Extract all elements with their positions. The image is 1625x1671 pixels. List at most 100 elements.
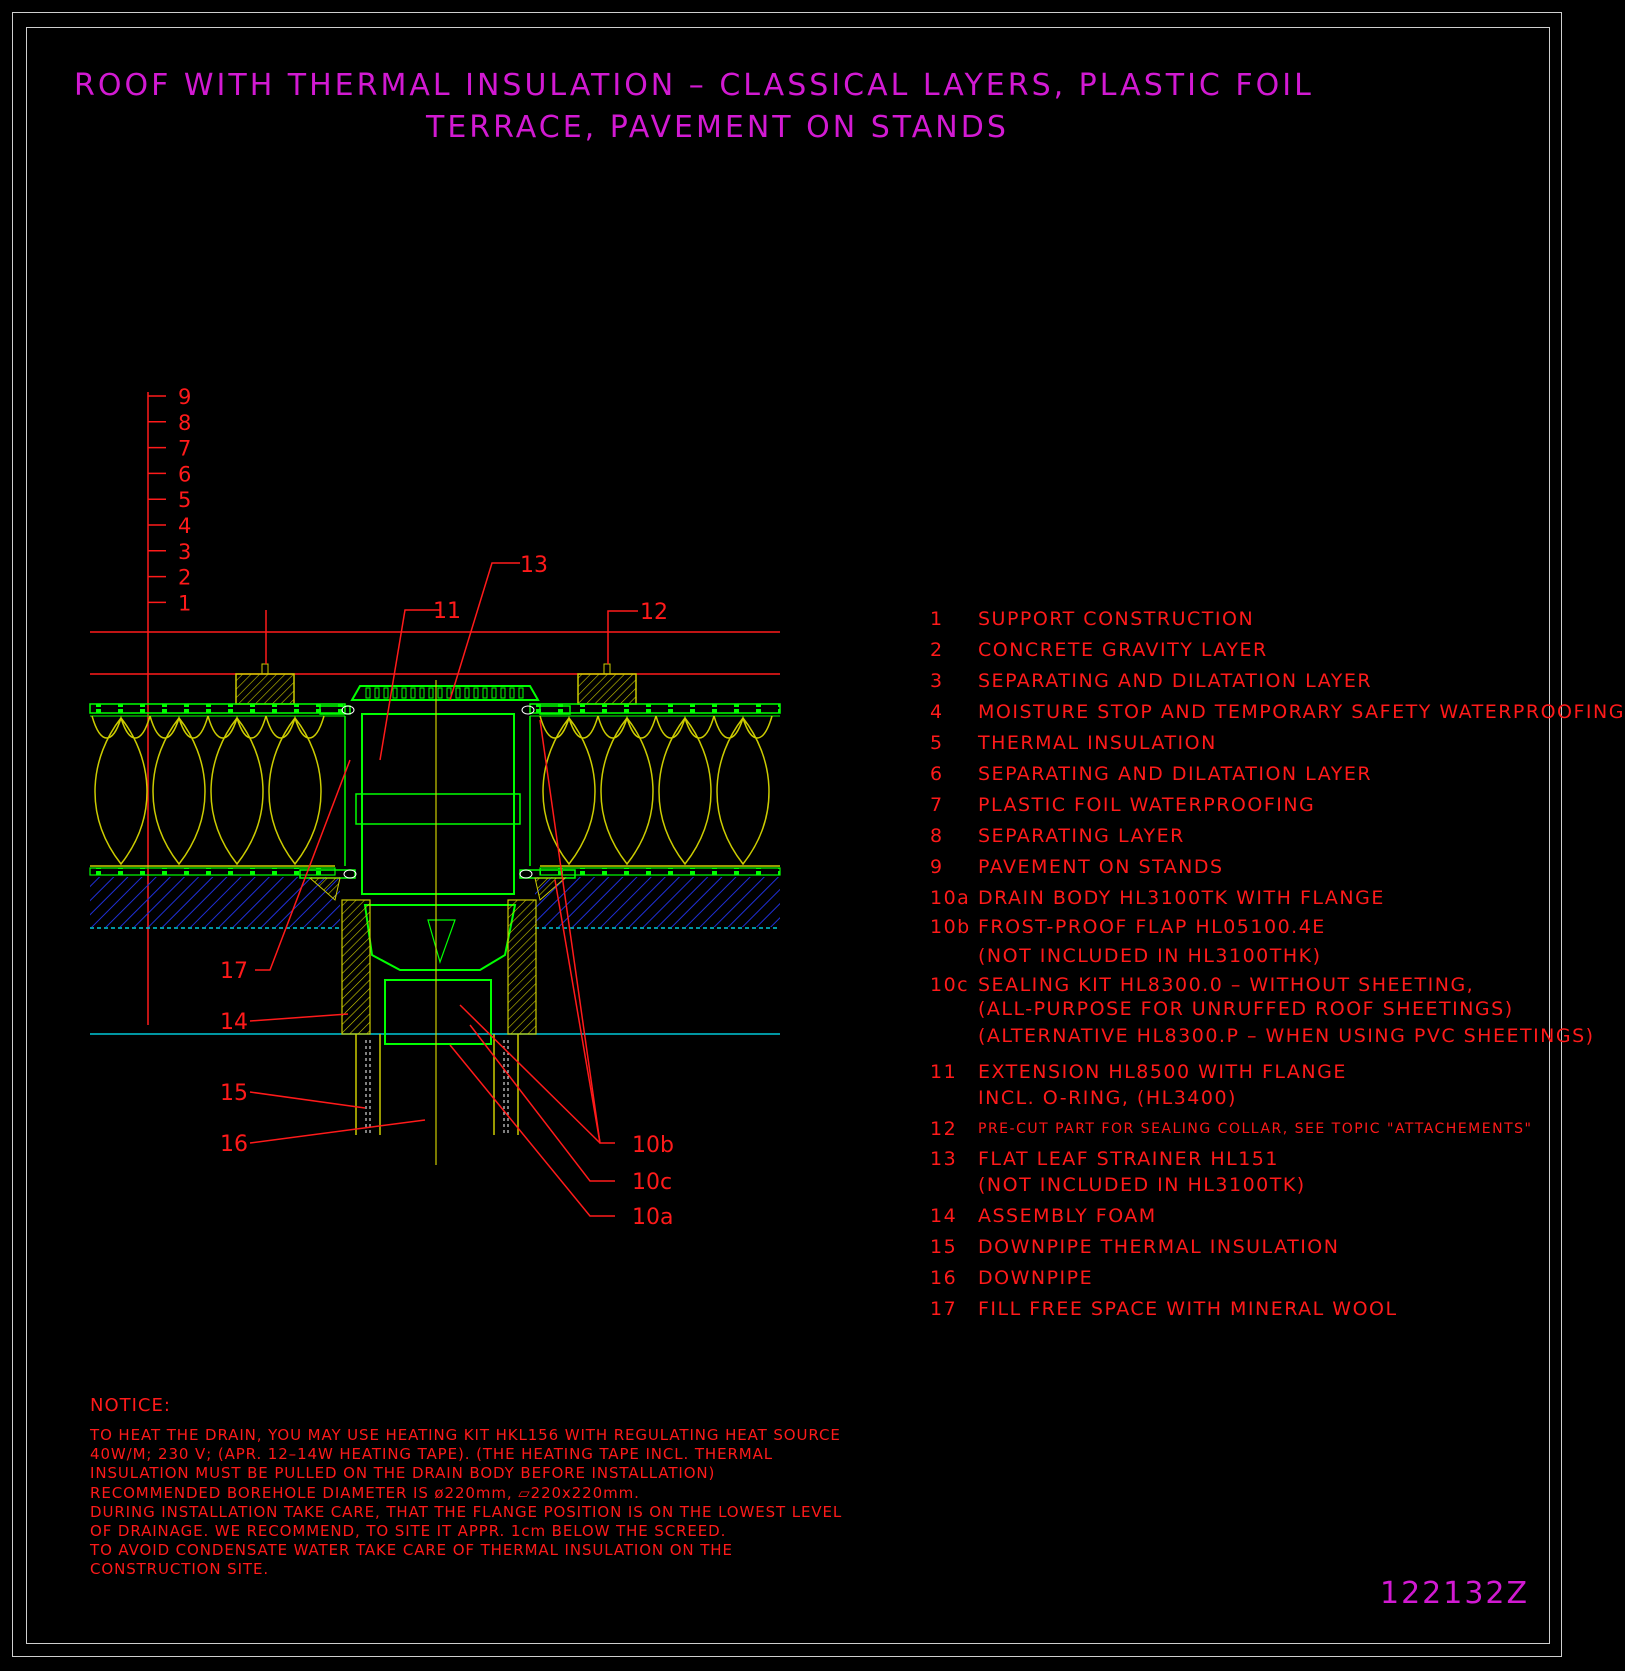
legend-number: 12	[930, 1118, 958, 1140]
strainer-slot	[437, 687, 443, 699]
notice-block: NOTICE: TO HEAT THE DRAIN, YOU MAY USE H…	[90, 1395, 850, 1580]
thermal-insulation	[90, 715, 780, 867]
legend-text: (ALTERNATIVE HL8300.P – WHEN USING PVC S…	[978, 1025, 1595, 1047]
legend-number: 7	[930, 794, 944, 816]
callout-14: 14	[220, 1010, 248, 1035]
layer-scale-label: 8	[178, 411, 191, 435]
legend-text: EXTENSION HL8500 WITH FLANGE	[978, 1061, 1347, 1083]
legend-text: SEPARATING AND DILATATION LAYER	[978, 670, 1373, 692]
callout-16: 16	[220, 1132, 248, 1157]
legend-text: MOISTURE STOP AND TEMPORARY SAFETY WATER…	[978, 701, 1625, 723]
downpipe	[355, 1034, 519, 1135]
legend-text: DOWNPIPE THERMAL INSULATION	[978, 1236, 1340, 1258]
strainer-slot	[374, 687, 380, 699]
legend-number: 4	[930, 701, 944, 723]
legend-text: DRAIN BODY HL3100TK WITH FLANGE	[978, 887, 1385, 909]
callout-13: 13	[520, 553, 548, 578]
pavement-stand-right	[577, 663, 637, 705]
roof-drain-assembly	[299, 680, 576, 1165]
legend-number: 10c	[930, 974, 970, 996]
legend-number: 2	[930, 639, 944, 661]
legend-text: (NOT INCLUDED IN HL3100THK)	[978, 945, 1322, 967]
strainer-slot	[518, 687, 524, 699]
insulation-drop	[713, 715, 773, 866]
notice-line: OF DRAINAGE. WE RECOMMEND, TO SITE IT AP…	[90, 1522, 727, 1541]
notice-line: RECOMMENDED BOREHOLE DIAMETER IS ø220mm,…	[90, 1483, 640, 1502]
strainer-slot	[446, 687, 452, 699]
legend-number: 17	[930, 1298, 958, 1320]
strainer-slot	[410, 687, 416, 699]
callout-10b: 10b	[632, 1133, 674, 1158]
insulation-drop	[655, 715, 715, 866]
legend-number: 13	[930, 1148, 958, 1170]
plastic-foil-waterproofing	[89, 703, 781, 717]
callout-17: 17	[220, 959, 248, 984]
strainer-slot	[482, 687, 488, 699]
legend-text: PRE-CUT PART FOR SEALING COLLAR, SEE TOP…	[978, 1121, 1533, 1137]
strainer-slot	[401, 687, 407, 699]
strainer-slot	[383, 687, 389, 699]
legend-number: 15	[930, 1236, 958, 1258]
strainer-slot	[491, 687, 497, 699]
insulation-drop	[265, 715, 325, 866]
legend-text: FILL FREE SPACE WITH MINERAL WOOL	[978, 1298, 1398, 1320]
legend-text: THERMAL INSULATION	[978, 732, 1217, 754]
layer-scale-label: 7	[178, 437, 191, 461]
drawing-title-line-2: TERRACE, PAVEMENT ON STANDS	[426, 110, 1009, 145]
notice-line: CONSTRUCTION SITE.	[90, 1560, 269, 1579]
notice-line: DURING INSTALLATION TAKE CARE, THAT THE …	[90, 1502, 843, 1521]
legend-number: 16	[930, 1267, 958, 1289]
legend-number: 6	[930, 763, 944, 785]
insulation-drop	[91, 715, 151, 866]
insulation-drop	[207, 715, 267, 866]
drawing-sheet: ROOF WITH THERMAL INSULATION – CLASSICAL…	[12, 12, 1623, 1657]
layer-scale-label: 2	[178, 566, 191, 590]
legend-text: SEPARATING LAYER	[978, 825, 1185, 847]
legend-number: 9	[930, 856, 944, 878]
callout-10c: 10c	[632, 1170, 672, 1195]
legend-text: PLASTIC FOIL WATERPROOFING	[978, 794, 1316, 816]
moisture-stop-layer	[89, 867, 781, 876]
strainer-slot	[509, 687, 515, 699]
outer-frame	[12, 12, 1562, 1657]
layer-scale-label: 9	[178, 385, 191, 409]
strainer-slot	[473, 687, 479, 699]
inner-frame	[26, 27, 1550, 1644]
legend-text: SEPARATING AND DILATATION LAYER	[978, 763, 1373, 785]
legend-text: (ALL-PURPOSE FOR UNRUFFED ROOF SHEETINGS…	[978, 998, 1514, 1020]
strainer-slot	[500, 687, 506, 699]
drawing-title-line-1: ROOF WITH THERMAL INSULATION – CLASSICAL…	[74, 68, 1314, 103]
pavement-stand-left	[235, 663, 295, 705]
notice-line: INSULATION MUST BE PULLED ON THE DRAIN B…	[90, 1464, 716, 1483]
strainer-slot	[365, 687, 371, 699]
layer-scale-label: 1	[178, 591, 191, 615]
legend-text: PAVEMENT ON STANDS	[978, 856, 1224, 878]
callout-11: 11	[433, 599, 461, 624]
layer-scale-label: 3	[178, 540, 191, 564]
legend-text: DOWNPIPE	[978, 1267, 1094, 1289]
legend-number: 14	[930, 1205, 958, 1227]
callout-12: 12	[640, 600, 668, 625]
layer-scale-label: 5	[178, 488, 191, 512]
callout-15: 15	[220, 1081, 248, 1106]
legend-text: SEALING KIT HL8300.0 – WITHOUT SHEETING,	[978, 974, 1475, 996]
drawing-number: 122132Z	[1380, 1576, 1530, 1611]
legend-number: 1	[930, 608, 944, 630]
strainer-slot	[455, 687, 461, 699]
legend-text: FROST-PROOF FLAP HL05100.4E	[978, 916, 1326, 938]
legend-number: 8	[930, 825, 944, 847]
legend-text: ASSEMBLY FOAM	[978, 1205, 1157, 1227]
legend-number: 10b	[930, 916, 971, 938]
strainer-slot	[392, 687, 398, 699]
notice-line: 40W/M; 230 V; (APR. 12–14W HEATING TAPE)…	[90, 1445, 774, 1464]
callout-leaders	[249, 562, 638, 1217]
insulation-drop	[597, 715, 657, 866]
legend-number: 10a	[930, 887, 971, 909]
legend-number: 5	[930, 732, 944, 754]
notice-line: TO AVOID CONDENSATE WATER TAKE CARE OF T…	[90, 1541, 733, 1560]
strainer-slot	[428, 687, 434, 699]
notice-line: TO HEAT THE DRAIN, YOU MAY USE HEATING K…	[90, 1426, 841, 1444]
strainer-slot	[419, 687, 425, 699]
